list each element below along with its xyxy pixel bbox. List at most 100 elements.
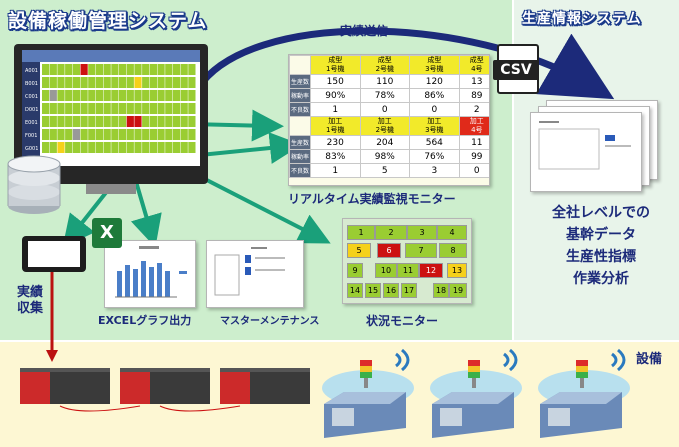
monitor-value-cell: 0: [458, 163, 489, 178]
gantt-cell: [80, 77, 88, 88]
gantt-cell: [57, 129, 65, 140]
excel-graph-screen: [104, 240, 196, 308]
gantt-cell: [172, 142, 181, 153]
gantt-cell: [103, 90, 111, 101]
status-tile: 6: [377, 243, 401, 258]
gantt-cell: [172, 64, 181, 75]
company-line-4: 作業分析: [573, 271, 629, 287]
status-tile: 10: [375, 263, 397, 278]
gantt-cell: [157, 129, 165, 140]
company-line-1: 全社レベルでの: [552, 205, 650, 221]
equipment-label: 設備: [636, 352, 663, 367]
gantt-cell: [72, 77, 80, 88]
monitor-value-cell: 76%: [409, 149, 460, 164]
gantt-row-label: F001: [25, 133, 37, 139]
machine-unit: [322, 348, 414, 438]
company-line-3: 生産性指標: [566, 249, 636, 265]
gantt-cell: [149, 142, 157, 153]
gantt-cell: [165, 64, 173, 75]
monitor-header-cell: 加工 4号: [458, 116, 489, 136]
status-tile: 18: [433, 283, 449, 298]
monitor-value-cell: 0: [359, 102, 411, 117]
collect-label-line2: 収集: [17, 301, 44, 316]
gantt-cell: [119, 142, 127, 153]
monitor-stand: [86, 184, 136, 194]
status-tile: 16: [383, 283, 399, 298]
gantt-row-label: E001: [25, 120, 38, 126]
gantt-cell: [134, 103, 142, 114]
monitor-header-cell: 成型 2号機: [359, 55, 411, 75]
status-monitor-label: 状況モニター: [366, 314, 439, 328]
gantt-cell: [49, 142, 57, 153]
gantt-cell: [157, 77, 165, 88]
gantt-cell: [49, 77, 57, 88]
gantt-cell: [142, 77, 150, 88]
gantt-cell: [95, 142, 104, 153]
monitor-header-cell: 加工 3号機: [409, 116, 460, 136]
gantt-cell: [165, 116, 173, 127]
gantt-cell: [134, 64, 142, 75]
gantt-cell: [103, 77, 111, 88]
gantt-cell: [103, 116, 111, 127]
monitor-value-cell: 89: [458, 88, 489, 103]
gantt-cell: [119, 129, 127, 140]
gantt-cell: [88, 77, 96, 88]
gantt-cell: [172, 77, 181, 88]
monitor-row-label: 不良数: [289, 102, 311, 117]
gantt-cell: [157, 64, 165, 75]
gantt-cell: [65, 129, 73, 140]
monitor-value-cell: 1: [310, 163, 361, 178]
monitor-value-cell: 564: [409, 135, 460, 150]
monitor-value-cell: 99: [458, 149, 489, 164]
realtime-monitor-label: リアルタイム実績監視モニター: [288, 192, 456, 206]
signal-tower-green: [468, 372, 480, 378]
send-results-label: 実績送信: [340, 24, 389, 38]
status-tile: 1: [347, 225, 375, 240]
signal-tower-red: [576, 360, 588, 366]
monitor-header-cell: 成型 3号機: [409, 55, 460, 75]
gantt-row-label: A001: [25, 68, 38, 74]
signal-tower-yellow: [576, 366, 588, 372]
gantt-cell: [149, 116, 157, 127]
wireless-signal-icon: [395, 348, 410, 372]
gantt-cell: [142, 64, 150, 75]
database-icon: [7, 155, 61, 214]
tablet-icon: [22, 236, 86, 272]
csv-label: CSV: [493, 60, 539, 80]
gantt-cell: [149, 90, 157, 101]
gantt-cell: [149, 129, 157, 140]
monitor-value-cell: 90%: [310, 88, 361, 103]
machines-with-signal-towers: [322, 348, 630, 438]
gantt-cell: [134, 77, 142, 88]
wireless-signal-icon: [611, 348, 626, 372]
status-tile: 13: [447, 263, 467, 278]
gantt-cell: [119, 64, 127, 75]
gantt-cell: [72, 129, 80, 140]
status-tile: 14: [347, 283, 363, 298]
gantt-cell: [126, 116, 134, 127]
status-tile: 15: [365, 283, 381, 298]
gantt-cell: [57, 90, 65, 101]
master-maintenance-screen: [206, 240, 304, 308]
gantt-cell: [57, 64, 65, 75]
monitor-value-cell: 5: [359, 163, 411, 178]
gantt-cell: [180, 116, 188, 127]
gantt-cell: [103, 142, 111, 153]
status-tile: 4: [437, 225, 467, 240]
gantt-cell: [65, 116, 73, 127]
gantt-cell: [180, 77, 188, 88]
gantt-cell: [180, 103, 188, 114]
status-tile: 3: [407, 225, 437, 240]
gantt-cell: [57, 116, 65, 127]
monitor-header-cell: 加工 2号機: [359, 116, 411, 136]
gantt-cell: [126, 64, 134, 75]
gantt-cell: [165, 77, 173, 88]
monitor-row-label: 生産数: [289, 74, 311, 89]
gantt-cell: [80, 129, 88, 140]
monitor-value-cell: 110: [359, 74, 411, 89]
gantt-cell: [149, 103, 157, 114]
plc-unit: [120, 368, 210, 404]
gantt-cell: [180, 90, 188, 101]
gantt-cell: [188, 142, 196, 153]
